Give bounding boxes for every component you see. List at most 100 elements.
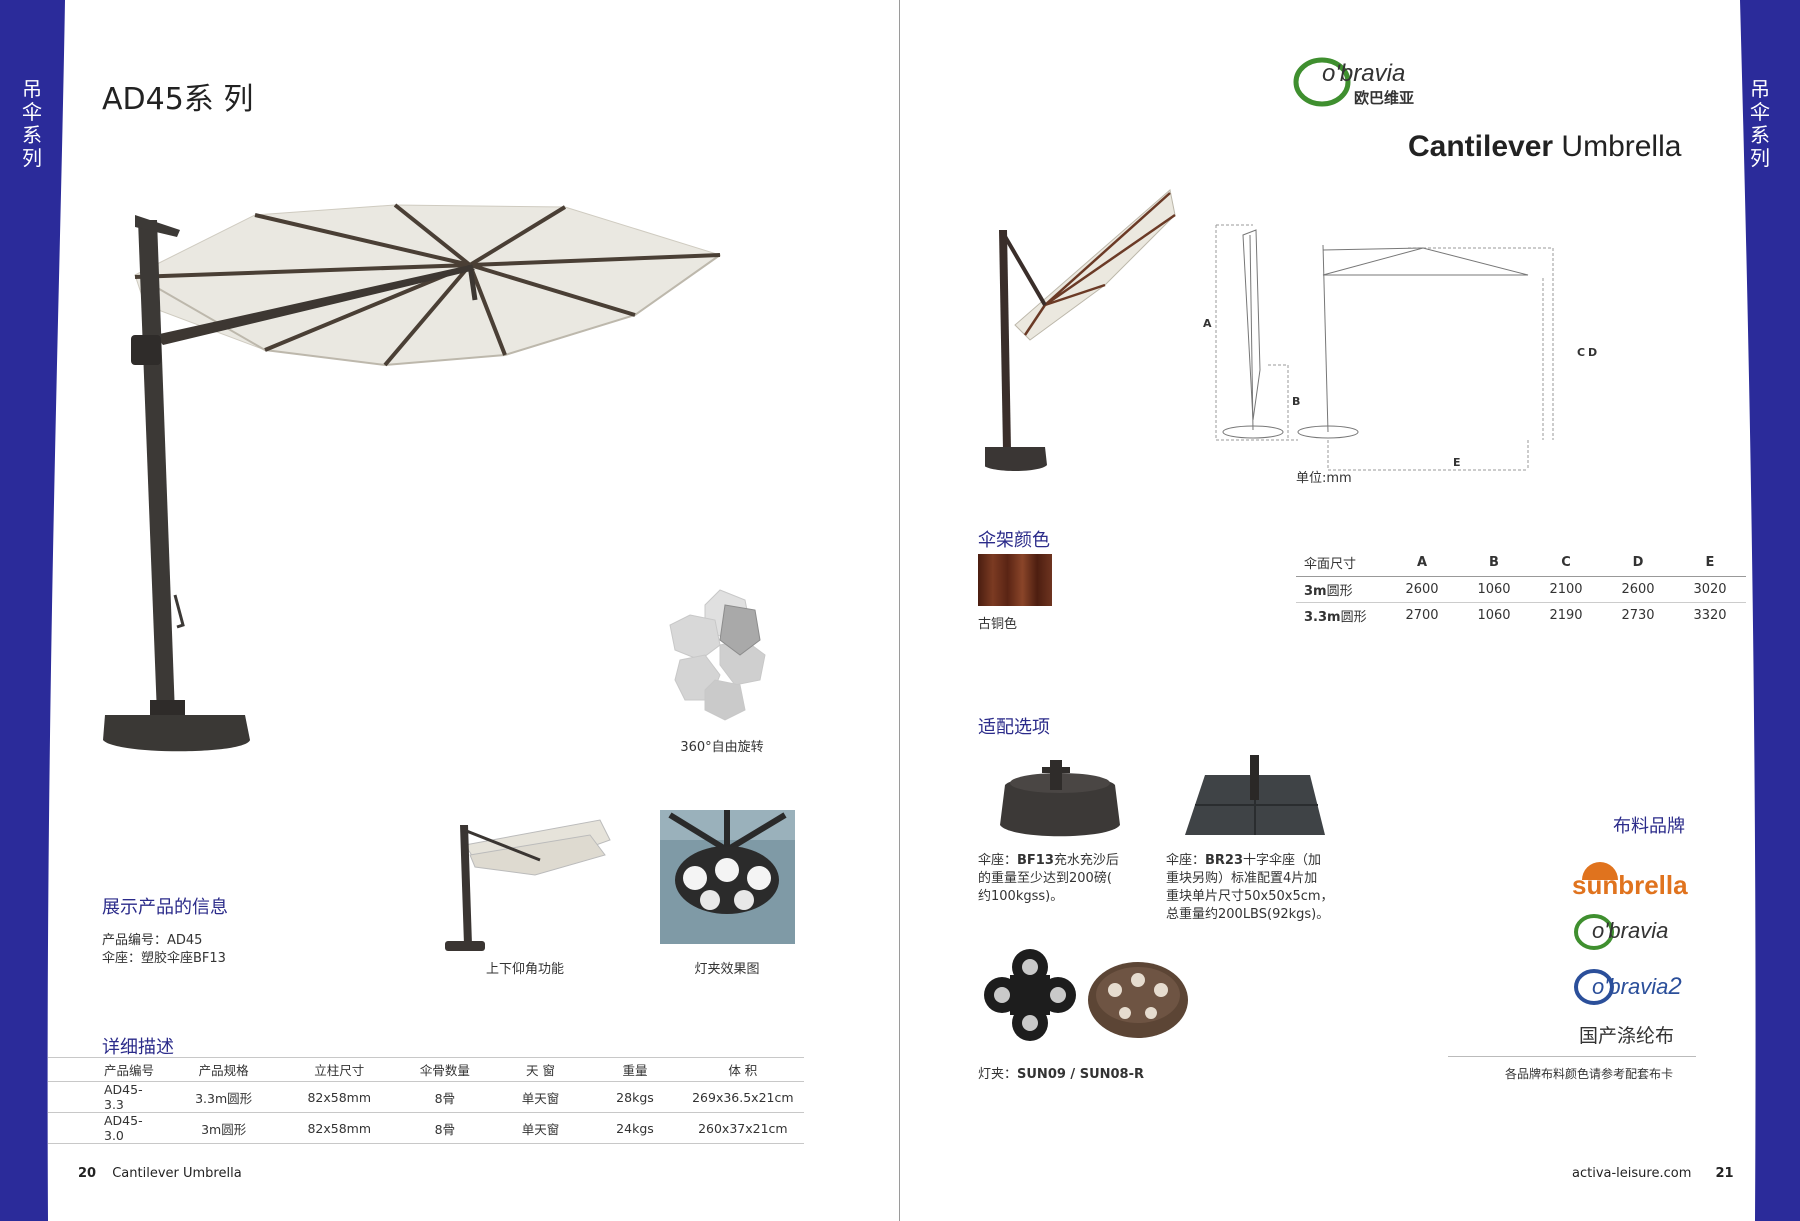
dims-header: E bbox=[1674, 550, 1746, 577]
table-cell: 3320 bbox=[1693, 607, 1727, 623]
table-row: 3.3m圆形 2700 1060 2190 2730 3320 bbox=[1296, 602, 1746, 628]
base-bf13-code: BF13 bbox=[1017, 853, 1054, 868]
dimensions-table-header: 伞面尺寸 A B C D E bbox=[1296, 550, 1746, 577]
light-effect-image bbox=[660, 810, 795, 944]
base-br23-line1: 十字伞座（加 bbox=[1243, 853, 1322, 868]
main-umbrella-image bbox=[103, 203, 722, 752]
table-cell: 3.3m圆形 bbox=[165, 1081, 282, 1113]
page-number-right: 21 bbox=[1715, 1166, 1734, 1181]
base-bf13-image bbox=[1000, 760, 1120, 837]
dimension-diagram bbox=[1215, 224, 1554, 471]
base-bf13-desc: 伞座：BF13充水充沙后 的重量至少达到200磅( 约100kgss)。 bbox=[978, 852, 1119, 906]
size-bold: 3m bbox=[1304, 583, 1327, 599]
base-bf13-line1: 充水充沙后 bbox=[1053, 853, 1119, 868]
fabric-title: 布料品牌 bbox=[1613, 816, 1685, 837]
dim-label-e: E bbox=[1453, 456, 1461, 469]
footer-right: activa-leisure.com 21 bbox=[1572, 1166, 1734, 1181]
obravia2-suffix: 2 bbox=[1668, 973, 1682, 1000]
detail-header: 立柱尺寸 bbox=[281, 1057, 398, 1082]
domestic-fabric: 国产涤纶布 bbox=[1579, 1025, 1675, 1047]
base-br23-line3: 重块单片尺寸50x50x5cm， bbox=[1166, 889, 1334, 904]
size-rest: 圆形 bbox=[1340, 609, 1367, 625]
table-cell: 82x58mm bbox=[281, 1081, 398, 1113]
base-br23-image bbox=[1185, 755, 1325, 835]
detail-header: 产品编号 bbox=[48, 1057, 166, 1082]
table-row: 3m圆形 2600 1060 2100 2600 3020 bbox=[1296, 576, 1746, 603]
dims-header: D bbox=[1602, 550, 1674, 577]
dims-header: C bbox=[1530, 550, 1602, 577]
light-caption: 灯夹效果图 bbox=[694, 962, 760, 977]
table-cell: 24kgs bbox=[588, 1112, 682, 1144]
light-clip-image bbox=[984, 949, 1188, 1041]
dimensions-table: 伞面尺寸 A B C D E 3m圆形 2600 1060 2100 2600 … bbox=[1296, 550, 1746, 628]
table-cell: 2730 bbox=[1621, 607, 1655, 623]
table-cell: 单天窗 bbox=[492, 1081, 589, 1113]
right-page: 吊伞系列 o'bravia 欧巴维亚 Cantilever Umbrella bbox=[900, 0, 1800, 1221]
table-cell: 2600 bbox=[1602, 576, 1674, 603]
table-cell: 3.3m圆形 bbox=[1296, 602, 1386, 628]
table-cell: 2100 bbox=[1530, 576, 1602, 603]
table-row: AD45-3.3 3.3m圆形 82x58mm 8骨 单天窗 28kgs 269… bbox=[48, 1081, 804, 1113]
table-cell: 8骨 bbox=[397, 1112, 493, 1144]
tilt-caption: 上下仰角功能 bbox=[485, 962, 564, 977]
table-row: AD45-3.0 3m圆形 82x58mm 8骨 单天窗 24kgs 260x3… bbox=[48, 1112, 804, 1144]
detail-header: 体 积 bbox=[681, 1057, 804, 1082]
table-cell: 2700 bbox=[1405, 607, 1439, 623]
side-label-right: 吊伞系列 bbox=[1750, 77, 1770, 170]
table-cell: 269x36.5x21cm bbox=[681, 1081, 804, 1113]
size-bold: 3.3m bbox=[1304, 609, 1341, 625]
side-band-left bbox=[0, 0, 65, 1221]
table-cell: 260x37x21cm bbox=[681, 1112, 804, 1144]
info-line-1: 产品编号：AD45 bbox=[102, 933, 203, 948]
footer-left: 20 Cantilever Umbrella bbox=[78, 1166, 242, 1181]
base-bf13-line2: 的重量至少达到200磅( bbox=[978, 871, 1112, 886]
light-clip-desc: 灯夹：SUN09 / SUN08-R bbox=[978, 1063, 1144, 1082]
dim-label-d: D bbox=[1588, 346, 1598, 359]
base-br23-code: BR23 bbox=[1205, 853, 1244, 868]
detail-table-header: 产品编号 产品规格 立柱尺寸 伞骨数量 天 窗 重量 体 积 bbox=[48, 1057, 804, 1082]
frame-color-name: 古铜色 bbox=[978, 617, 1018, 632]
page-number-left: 20 bbox=[78, 1166, 97, 1181]
base-br23-desc: 伞座：BR23十字伞座（加 重块另购）标准配置4片加 重块单片尺寸50x50x5… bbox=[1166, 852, 1334, 924]
obravia2-text: o'bravia2 bbox=[1592, 973, 1682, 1001]
detail-header: 重量 bbox=[588, 1057, 682, 1082]
brand-logo: o'bravia 欧巴维亚 bbox=[1292, 52, 1452, 112]
table-cell: 2190 bbox=[1549, 607, 1583, 623]
table-cell: 1060 bbox=[1477, 607, 1511, 623]
page-title-bold: Cantilever bbox=[1408, 130, 1554, 163]
side-label-left: 吊伞系列 bbox=[22, 77, 42, 170]
table-cell: 28kgs bbox=[588, 1081, 682, 1113]
detail-table: 产品编号 产品规格 立柱尺寸 伞骨数量 天 窗 重量 体 积 AD45-3.3 … bbox=[48, 1057, 804, 1144]
obravia-text: o'bravia bbox=[1592, 918, 1669, 943]
obravia2-swoosh-icon bbox=[1574, 969, 1614, 1005]
dim-label-b: B bbox=[1292, 395, 1301, 408]
detail-header: 产品规格 bbox=[165, 1057, 282, 1082]
detail-header: 天 窗 bbox=[492, 1057, 589, 1082]
table-cell: 2600 bbox=[1386, 576, 1458, 603]
fabric-note: 各品牌布料颜色请参考配套布卡 bbox=[1505, 1067, 1674, 1081]
obravia2-name: o'bravia bbox=[1592, 974, 1669, 999]
base-br23-line2: 重块另购）标准配置4片加 bbox=[1166, 871, 1318, 886]
footer-title: Cantilever Umbrella bbox=[112, 1166, 242, 1181]
detail-header: 伞骨数量 bbox=[397, 1057, 493, 1082]
side-band-right bbox=[1740, 0, 1800, 1221]
page-title-regular: Umbrella bbox=[1553, 130, 1682, 163]
frame-color-swatch bbox=[978, 554, 1052, 606]
frame-color-title: 伞架颜色 bbox=[978, 530, 1050, 551]
info-line-2: 伞座：塑胶伞座BF13 bbox=[102, 951, 226, 966]
dims-header: 伞面尺寸 bbox=[1296, 550, 1386, 577]
size-rest: 圆形 bbox=[1326, 583, 1353, 599]
table-cell: 8骨 bbox=[397, 1081, 493, 1113]
light-clip-prefix: 灯夹： bbox=[978, 1067, 1018, 1082]
sunbrella-text: sunbrella bbox=[1572, 870, 1688, 900]
rotation-image bbox=[669, 589, 766, 721]
table-cell: 1060 bbox=[1458, 576, 1530, 603]
info-title: 展示产品的信息 bbox=[102, 897, 228, 918]
tilt-image bbox=[445, 819, 611, 951]
base-bf13-line3: 约100kgss)。 bbox=[978, 889, 1064, 904]
website-link[interactable]: activa-leisure.com bbox=[1572, 1166, 1692, 1181]
obravia2-logo: o'bravia2 bbox=[1572, 965, 1702, 1009]
detail-title: 详细描述 bbox=[102, 1037, 174, 1058]
obravia-swoosh-icon bbox=[1574, 914, 1614, 950]
left-page: 吊伞系列 AD45系 列 bbox=[0, 0, 804, 1221]
